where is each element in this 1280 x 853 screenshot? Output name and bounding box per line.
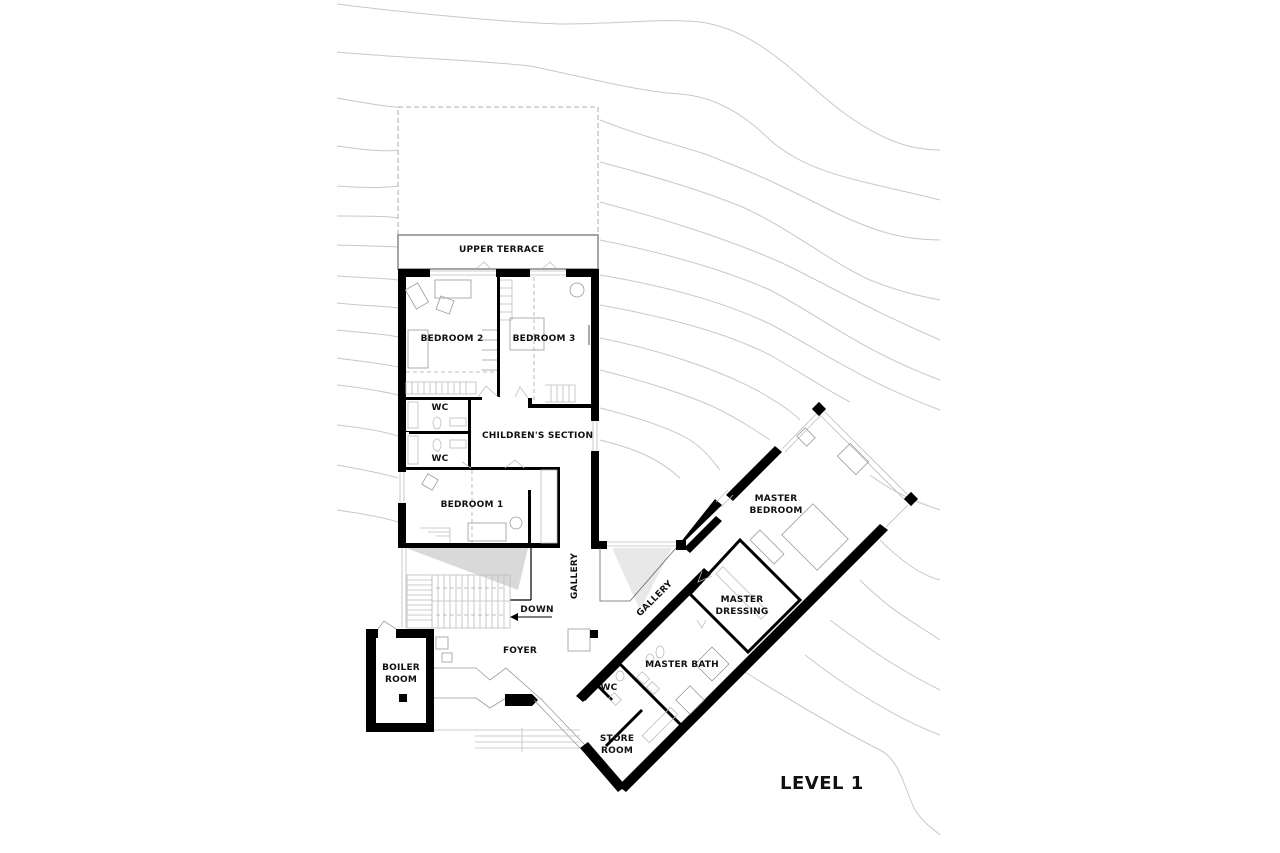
room-label-master-bath: MASTER BATH — [645, 660, 719, 670]
childrens-wing-walls — [398, 269, 599, 548]
room-label-wc-lower: WC — [431, 454, 449, 464]
room-label-gallery-vertical: GALLERY — [570, 552, 580, 600]
room-label-bedroom-3: BEDROOM 3 — [512, 334, 576, 344]
upper-terrace-outline — [397, 234, 599, 270]
childrens-wing-furniture — [404, 277, 590, 544]
stair-foyer — [401, 548, 598, 752]
boiler-room-walls — [366, 620, 434, 732]
room-label-upper-terrace: UPPER TERRACE — [459, 245, 545, 255]
room-label-foyer: FOYER — [502, 646, 538, 656]
room-label-store-room: STORE ROOM — [599, 734, 635, 756]
drawing-title: LEVEL 1 — [780, 773, 864, 794]
room-label-master-bedroom: MASTER BEDROOM — [749, 494, 803, 516]
room-label-wc-master: WC — [600, 683, 618, 693]
master-wing-walls — [576, 401, 919, 792]
room-label-boiler-room: BOILER ROOM — [382, 663, 420, 685]
gallery-walls — [591, 540, 686, 610]
ramp-shade — [406, 548, 528, 590]
room-label-bedroom-2: BEDROOM 2 — [420, 334, 484, 344]
room-label-childrens-section: CHILDREN'S SECTION — [482, 431, 594, 441]
master-wing-furniture — [608, 427, 870, 744]
contour-lines — [336, 3, 941, 836]
roof-outline — [397, 106, 599, 236]
door-swings — [461, 261, 713, 629]
room-label-bedroom-1: BEDROOM 1 — [440, 500, 504, 510]
room-label-wc-upper: WC — [431, 403, 449, 413]
label-down: DOWN — [520, 605, 554, 615]
room-label-master-dressing: MASTER DRESSING — [715, 595, 769, 617]
